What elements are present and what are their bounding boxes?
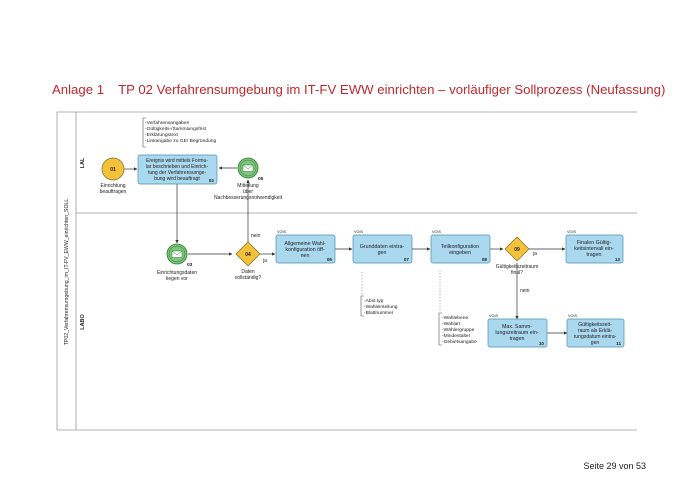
svg-text:Ereignis wird mittels Formu-la: Ereignis wird mittels Formu-lar beschrie… <box>146 158 209 182</box>
svg-text:09: 09 <box>514 247 520 253</box>
envelope-icon <box>242 164 254 172</box>
svg-text:VOIS: VOIS <box>489 314 499 318</box>
svg-text:VOIS: VOIS <box>568 314 578 318</box>
svg-text:07: 07 <box>404 257 410 262</box>
envelope-icon <box>171 250 183 258</box>
svg-text:08: 08 <box>482 257 488 262</box>
svg-text:-Verfahrensangaben-Gültigkeits: -Verfahrensangaben-Gültigkeits-/Sammlung… <box>145 120 217 144</box>
svg-text:04: 04 <box>245 252 251 258</box>
svg-text:Grunddaten eintra-gen: Grunddaten eintra-gen <box>360 244 405 256</box>
page-number: Seite 29 von 53 <box>583 461 646 471</box>
task-10: VOIS Max. Samm-lungszeitraum ein-tragen … <box>487 314 548 348</box>
svg-text:06: 06 <box>327 257 333 262</box>
task-13: VOIS Finalen Gültig-keitsintervall ein-t… <box>565 230 624 264</box>
svg-text:13: 13 <box>615 257 621 262</box>
note-mid: -Abst.typ-Wahleinteilung-Blattnummer <box>360 272 398 317</box>
svg-text:Allgemeine Wahl-konfiguration: Allgemeine Wahl-konfiguration öff-nen <box>284 241 326 259</box>
svg-text:Finalen Gültig-keitsintervall: Finalen Gültig-keitsintervall ein-tragen <box>574 240 614 258</box>
page-title: Anlage 1 TP 02 Verfahrensumgebung im IT-F… <box>52 82 665 97</box>
lane-label-lal: LAL <box>80 157 86 168</box>
flow-label-nein-04: nein <box>251 233 261 239</box>
lane-label-labo: LABO <box>80 313 86 329</box>
flow-labels: nein ja ja nein <box>251 233 537 294</box>
svg-text:VOIS: VOIS <box>432 230 442 234</box>
svg-text:01: 01 <box>110 167 116 173</box>
svg-text:-Wahlebene-Wahlart-Wählergrupp: -Wahlebene-Wahlart-Wählergruppe-Mindesta… <box>442 315 477 345</box>
task-07: VOIS Grunddaten eintra-gen 07 <box>352 230 413 264</box>
flow-label-ja-04: ja <box>262 258 267 264</box>
svg-text:11: 11 <box>616 341 621 346</box>
svg-text:-Abst.typ-Wahleinteilung-Blatt: -Abst.typ-Wahleinteilung-Blattnummer <box>364 298 398 316</box>
sequence-flows <box>124 166 568 335</box>
flow-label-nein-09: nein <box>520 288 530 294</box>
pool: TP02_Verfahrensumgebung_im_IT-FV_EWW_ein… <box>56 111 637 431</box>
flow-label-ja-09: ja <box>532 251 537 257</box>
svg-text:VOIS: VOIS <box>567 230 577 234</box>
task-11: VOIS Gültigkeitszeit-raum als Erklä-rung… <box>566 314 625 348</box>
svg-text:05: 05 <box>258 176 264 182</box>
svg-text:VOIS: VOIS <box>277 230 287 234</box>
svg-text:02: 02 <box>209 178 215 183</box>
task-02: Ereignis wird mittels Formu-lar beschrie… <box>137 154 218 185</box>
task-06: VOIS Allgemeine Wahl-konfiguration öff-n… <box>275 230 336 264</box>
note-top: -Verfahrensangaben-Gültigkeits-/Sammlung… <box>142 117 217 148</box>
pool-label: TP02_Verfahrensumgebung_im_IT-FV_EWW_ein… <box>64 199 70 346</box>
svg-text:VOIS: VOIS <box>354 230 364 234</box>
svg-text:Max. Samm-lungszeitraum ein-tr: Max. Samm-lungszeitraum ein-tragen <box>495 324 539 342</box>
annex-number: Anlage 1 <box>52 82 105 97</box>
title-text: TP 02 Verfahrensumgebung im IT-FV EWW ei… <box>118 82 666 97</box>
svg-text:10: 10 <box>539 341 545 346</box>
note-low: -Wahlebene-Wahlart-Wählergruppe-Mindesta… <box>438 270 477 346</box>
svg-text:Gültigkeitszeit-raum als Erklä: Gültigkeitszeit-raum als Erklä-rungsdatu… <box>574 322 617 346</box>
svg-text:03: 03 <box>187 262 193 268</box>
